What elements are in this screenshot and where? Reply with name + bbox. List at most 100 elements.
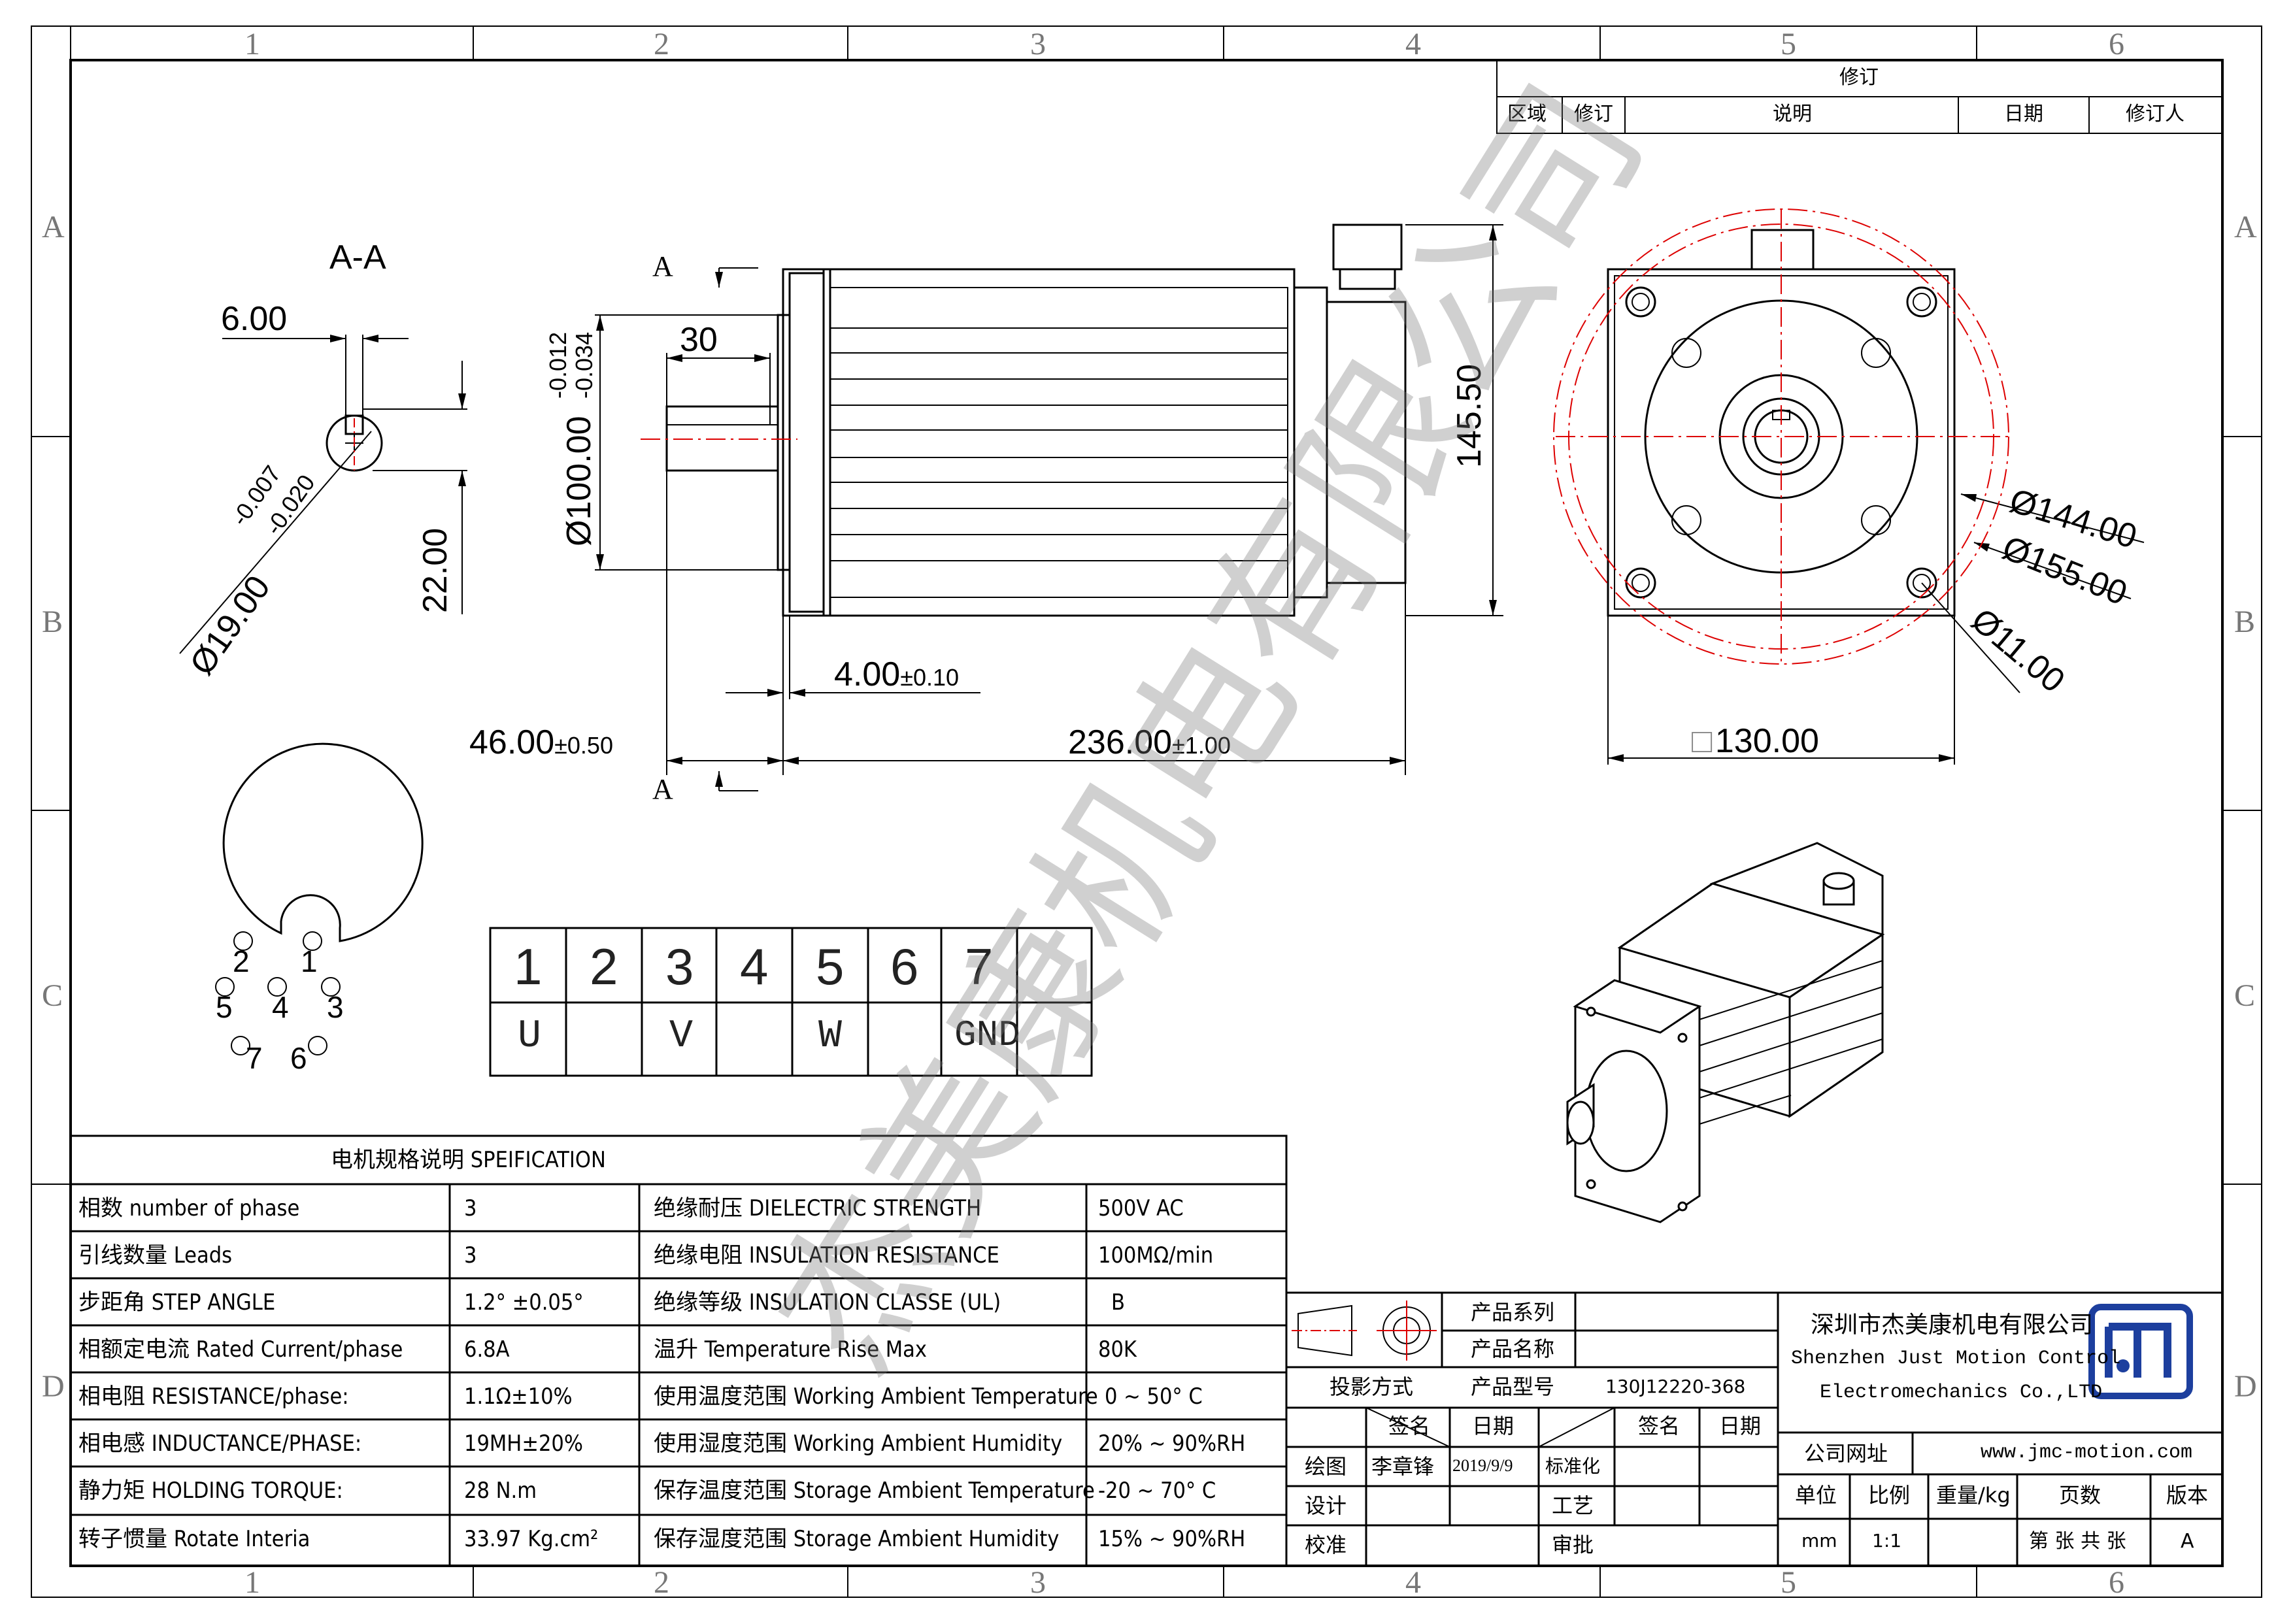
pilot-tol-lower: -0.034 — [571, 331, 597, 399]
revision-header-date: 日期 — [2004, 103, 2043, 125]
spec-right-value: 500V AC — [1098, 1195, 1184, 1221]
projection-label: 投影方式 — [1330, 1374, 1414, 1399]
standard-label: 标准化 — [1545, 1455, 1601, 1477]
pages-label: 页数 — [2059, 1483, 2101, 1508]
design-label: 设计 — [1305, 1493, 1347, 1518]
zone-col-4: 4 — [1405, 27, 1421, 61]
zone-col-2: 2 — [654, 27, 669, 61]
pin-number-1: 1 — [514, 938, 543, 995]
flange-thickness-dim: 4.00±0.10 — [834, 655, 960, 693]
spec-left-label: 相额定电流 Rated Current/phase — [78, 1336, 403, 1363]
scale-value: 1:1 — [1872, 1530, 1902, 1551]
connector-pin-7: 7 — [246, 1041, 263, 1075]
date-label: 日期 — [1472, 1414, 1515, 1438]
spec-table-grid — [69, 1135, 1288, 1567]
front-centerlines — [1553, 208, 2013, 667]
zone-col-5: 5 — [1781, 27, 1796, 61]
date-label-2: 日期 — [1719, 1414, 1762, 1438]
spec-left-value: 33.97 Kg.cm² — [464, 1526, 599, 1552]
zone-row-c: C — [42, 978, 63, 1013]
website-label: 公司网址 — [1804, 1441, 1888, 1466]
spec-right-value: 100MΩ/min — [1098, 1242, 1214, 1268]
spec-right-value: B — [1111, 1289, 1125, 1316]
spec-left-value: 1.2° ±0.05° — [464, 1289, 584, 1316]
pages-value: 第 张 共 张 — [2029, 1530, 2126, 1553]
spec-left-value: 3 — [464, 1195, 477, 1221]
pin-number-7: 7 — [965, 938, 994, 995]
spec-left-label: 相电阻 RESISTANCE/phase: — [78, 1384, 349, 1410]
body-length-dim: 236.00±1.00 — [1068, 723, 1231, 761]
approve-label: 审批 — [1552, 1533, 1594, 1557]
pin-signal-5: W — [818, 1014, 843, 1059]
pin-signal-3: V — [669, 1014, 694, 1059]
zone-col-6: 6 — [2109, 27, 2124, 61]
product-model-label: 产品型号 — [1471, 1374, 1555, 1399]
key-width-dim: 6.00 — [221, 300, 288, 338]
spec-right-label: 使用湿度范围 Working Ambient Humidity — [654, 1431, 1063, 1457]
zone-col-6-bottom: 6 — [2109, 1565, 2124, 1600]
section-mark-top: A — [652, 250, 673, 282]
zone-col-2-bottom: 2 — [654, 1565, 669, 1600]
pin-number-3: 3 — [665, 938, 694, 995]
connector-pin-2: 2 — [233, 944, 250, 978]
sign-label-2: 签名 — [1638, 1414, 1681, 1438]
spec-right-label: 绝缘电阻 INSULATION RESISTANCE — [654, 1242, 999, 1268]
connector-pin-6: 6 — [290, 1041, 307, 1075]
zone-row-b-right: B — [2234, 605, 2256, 639]
section-label: A-A — [329, 239, 386, 276]
zone-col-1-bottom: 1 — [244, 1565, 260, 1600]
key-length-dim: 30 — [680, 321, 718, 359]
pin-number-6: 6 — [890, 938, 919, 995]
connector-pin-5: 5 — [216, 990, 233, 1024]
spec-left-label: 相电感 INDUCTANCE/PHASE: — [78, 1431, 362, 1457]
spec-left-value: 6.8A — [464, 1336, 510, 1363]
process-label: 工艺 — [1552, 1493, 1594, 1518]
spec-right-value: -20 ~ 70° C — [1098, 1478, 1216, 1504]
revision-header-desc: 说明 — [1773, 103, 1812, 125]
spec-table-title: 电机规格说明 SPEIFICATION — [331, 1147, 606, 1173]
zone-col-5-bottom: 5 — [1781, 1565, 1796, 1600]
spec-left-label: 相数 number of phase — [78, 1195, 300, 1221]
sign-label: 签名 — [1388, 1414, 1431, 1438]
shaft-length-dim: 46.00±0.50 — [469, 723, 613, 761]
spec-left-label: 步距角 STEP ANGLE — [78, 1289, 276, 1316]
scale-label: 比例 — [1868, 1483, 1911, 1508]
spec-left-value: 1.1Ω±10% — [464, 1384, 573, 1410]
spec-right-label: 绝缘耐压 DIELECTRIC STRENGTH — [654, 1195, 982, 1221]
unit-label: 单位 — [1795, 1483, 1837, 1508]
zone-col-1: 1 — [244, 27, 260, 61]
zone-row-d-right: D — [2234, 1369, 2257, 1404]
iso-motor — [1566, 842, 1885, 1223]
spec-right-label: 绝缘等级 INSULATION CLASSE (UL) — [654, 1289, 1001, 1316]
spec-left-label: 引线数量 Leads — [78, 1242, 233, 1268]
zone-row-d: D — [42, 1369, 65, 1404]
pin-signal-1: U — [518, 1014, 542, 1059]
section-aa — [179, 335, 467, 654]
spec-right-label: 使用温度范围 Working Ambient Temperature — [654, 1384, 1098, 1410]
zone-row-a-right: A — [2234, 210, 2257, 244]
connector-pin-4: 4 — [272, 990, 289, 1024]
pilot-dia-dim: Ø100.00 — [560, 416, 598, 547]
spec-right-value: 15% ~ 90%RH — [1098, 1526, 1246, 1552]
spec-left-value: 3 — [464, 1242, 477, 1268]
website-value: www.jmc-motion.com — [1981, 1442, 2193, 1464]
check-label: 校准 — [1305, 1533, 1347, 1557]
product-model-value: 130J12220-368 — [1605, 1376, 1746, 1397]
pin-number-5: 5 — [816, 938, 845, 995]
zone-col-4-bottom: 4 — [1405, 1565, 1421, 1600]
product-series-label: 产品系列 — [1471, 1300, 1555, 1325]
spec-right-label: 保存湿度范围 Storage Ambient Humidity — [654, 1526, 1060, 1552]
square-130-dim: □ 130.00 — [1692, 722, 1819, 760]
weight-label: 重量/kg — [1936, 1483, 2011, 1508]
spec-left-value: 19MH±20% — [464, 1431, 583, 1457]
section-mark-bottom: A — [652, 773, 673, 805]
version-value: A — [2181, 1530, 2194, 1553]
spec-right-value: 0 ~ 50° C — [1105, 1384, 1203, 1410]
unit-value: mm — [1801, 1530, 1837, 1551]
outer-frame — [31, 25, 2262, 1598]
spec-left-value: 28 N.m — [464, 1478, 537, 1504]
pin-signal-7: GND — [954, 1014, 1020, 1056]
spec-right-value: 20% ~ 90%RH — [1098, 1431, 1246, 1457]
